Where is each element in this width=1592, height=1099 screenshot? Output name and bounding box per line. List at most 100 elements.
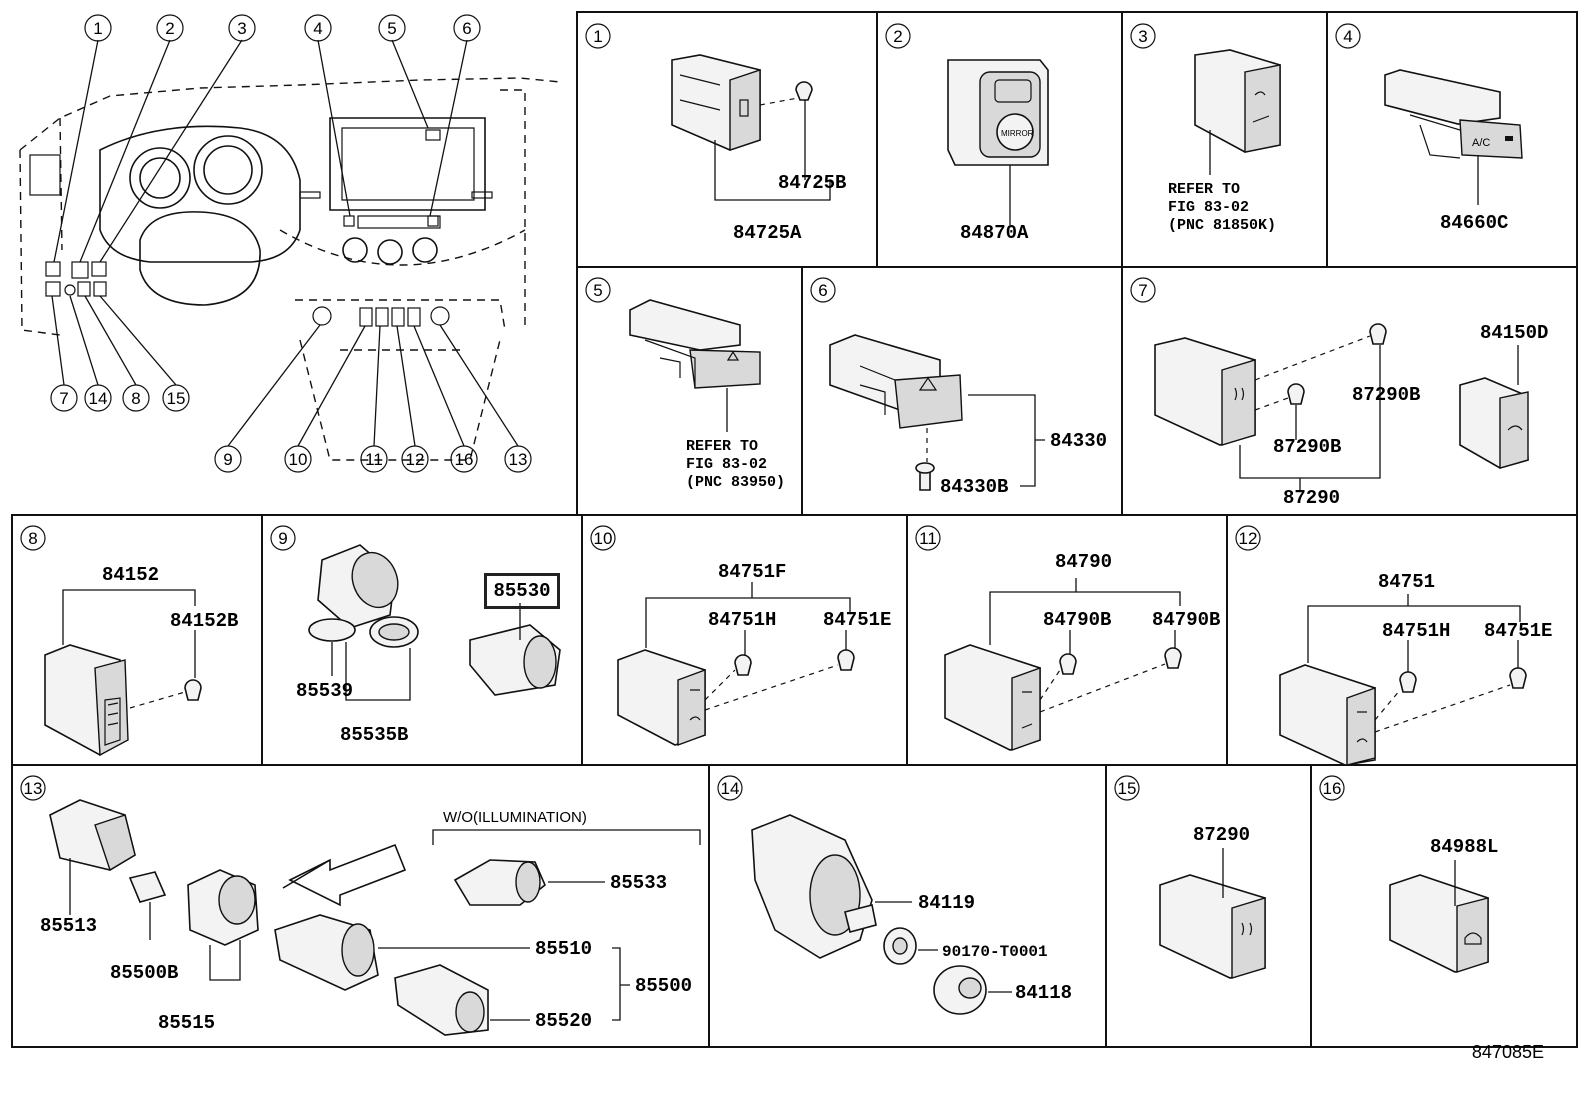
part-84751H-b: 84751H — [1382, 620, 1450, 642]
part-84790B-a: 84790B — [1043, 609, 1111, 631]
panel-16-labels: 84988L — [1430, 836, 1498, 858]
panel-3-index: 3 — [1138, 27, 1147, 46]
panel-4-labels: 84660C — [1440, 212, 1508, 234]
part-85533: 85533 — [610, 872, 667, 894]
callout-2: 2 — [165, 19, 174, 38]
part-85539: 85539 — [296, 680, 353, 702]
panel-9-drawing — [308, 544, 561, 701]
panel-5-index: 5 — [593, 281, 602, 300]
panel-8-index: 8 — [28, 529, 37, 548]
panel-3-drawing — [1194, 49, 1281, 175]
part-84118: 84118 — [1015, 982, 1072, 1004]
panel-5-labels: REFER TO FIG 83-02 (PNC 83950) — [686, 438, 785, 491]
panel-12-drawing — [1279, 594, 1527, 766]
figure-number: 847085E — [1471, 1042, 1544, 1062]
part-85520: 85520 — [535, 1010, 592, 1032]
part-84751: 84751 — [1378, 571, 1435, 593]
callout-16: 16 — [455, 450, 474, 469]
part-85535B: 85535B — [340, 724, 408, 746]
panel-11-index: 11 — [919, 529, 937, 548]
panel-10-index: 10 — [594, 529, 613, 548]
panel-8-drawing — [44, 589, 202, 757]
panel-8-labels: 84152 84152B — [102, 564, 238, 632]
part-90170-T0001: 90170-T0001 — [942, 943, 1048, 961]
part-84751H: 84751H — [708, 609, 776, 631]
panel-11-drawing — [944, 578, 1182, 751]
panel-6-labels: 84330 84330B — [940, 430, 1107, 498]
part-85500B: 85500B — [110, 962, 178, 984]
callout-13: 13 — [509, 450, 528, 469]
part-87290B-b: 87290B — [1273, 436, 1341, 458]
panel-1-labels: 84725B 84725A — [733, 172, 846, 244]
fig-ref-text-2: FIG 83-02 — [686, 456, 767, 473]
panel-15-labels: 87290 — [1193, 824, 1250, 846]
svg-text:MIRROR: MIRROR — [1001, 129, 1034, 138]
dashboard-overview — [19, 39, 561, 461]
panel-4-index: 4 — [1343, 27, 1352, 46]
callout-3: 3 — [237, 19, 246, 38]
part-84751E-b: 84751E — [1484, 620, 1552, 642]
part-87290B-a: 87290B — [1352, 384, 1420, 406]
highlighted-part-85530[interactable]: 85530 — [484, 573, 560, 609]
panel-11-labels: 84790 84790B 84790B — [1043, 551, 1220, 631]
overview-callouts: 1 2 3 4 5 6 7 14 8 15 9 10 11 12 16 13 — [50, 14, 532, 473]
part-84751F: 84751F — [718, 561, 786, 583]
panel-5-drawing — [629, 299, 761, 432]
part-85510: 85510 — [535, 938, 592, 960]
panel-13-arrow — [282, 859, 331, 889]
part-84790B-b: 84790B — [1152, 609, 1220, 631]
panel-14-labels: 84119 90170-T0001 84118 — [918, 892, 1072, 1004]
svg-text:A/C: A/C — [1472, 137, 1490, 149]
panel-9-index: 9 — [278, 529, 287, 548]
panel-14-index: 14 — [721, 779, 740, 798]
panel-7-labels: 84150D 87290B 87290B 87290 — [1273, 322, 1548, 509]
part-84870A: 84870A — [960, 222, 1029, 244]
panel-16-drawing — [1389, 860, 1489, 973]
part-84751E: 84751E — [823, 609, 891, 631]
panel-12-index: 12 — [1239, 529, 1258, 548]
panel-14-drawing — [751, 814, 1012, 1015]
callout-9: 9 — [223, 450, 232, 469]
part-84150D: 84150D — [1480, 322, 1548, 344]
panel-13-index: 13 — [24, 779, 43, 798]
panel-1-index: 1 — [593, 27, 602, 46]
callout-7: 7 — [59, 389, 68, 408]
panel-16-index: 16 — [1323, 779, 1342, 798]
part-87290-b: 87290 — [1193, 824, 1250, 846]
panel-2-drawing: MIRROR — [947, 59, 1049, 225]
panel-10-labels: 84751F 84751H 84751E — [708, 561, 891, 631]
part-85515: 85515 — [158, 1012, 215, 1034]
panel-4-drawing: A/C — [1384, 69, 1523, 205]
panel-15-index: 15 — [1118, 779, 1137, 798]
callout-8: 8 — [131, 389, 140, 408]
part-84152B: 84152B — [170, 610, 238, 632]
callout-10: 10 — [289, 450, 308, 469]
callout-14: 14 — [89, 389, 108, 408]
part-84330B: 84330B — [940, 476, 1008, 498]
callout-15: 15 — [167, 389, 186, 408]
part-85513: 85513 — [40, 915, 97, 937]
panel-3-labels: REFER TO FIG 83-02 (PNC 81850K) — [1168, 181, 1276, 234]
part-84725B: 84725B — [778, 172, 846, 194]
panel-7-drawing — [1154, 323, 1529, 490]
refer-to-text: REFER TO — [1168, 181, 1240, 198]
panel-6-index: 6 — [818, 281, 827, 300]
panel-13-labels: W/O(ILLUMINATION) 85533 85513 85500B 855… — [40, 809, 692, 1034]
part-87290: 87290 — [1283, 487, 1340, 509]
part-84988L: 84988L — [1430, 836, 1498, 858]
part-84152: 84152 — [102, 564, 159, 586]
panel-13-drawing — [49, 799, 701, 1036]
part-84725A: 84725A — [733, 222, 802, 244]
callout-1: 1 — [93, 19, 102, 38]
callout-5: 5 — [387, 19, 396, 38]
panel-6-drawing — [829, 334, 1045, 491]
refer-to-text-2: REFER TO — [686, 438, 758, 455]
callout-11: 11 — [365, 450, 383, 469]
part-84790: 84790 — [1055, 551, 1112, 573]
part-85500: 85500 — [635, 975, 692, 997]
panel-7-index: 7 — [1138, 281, 1147, 300]
panel-2-index: 2 — [893, 27, 902, 46]
panel-15-drawing — [1159, 848, 1266, 979]
panel-12-labels: 84751 84751H 84751E — [1378, 571, 1552, 642]
